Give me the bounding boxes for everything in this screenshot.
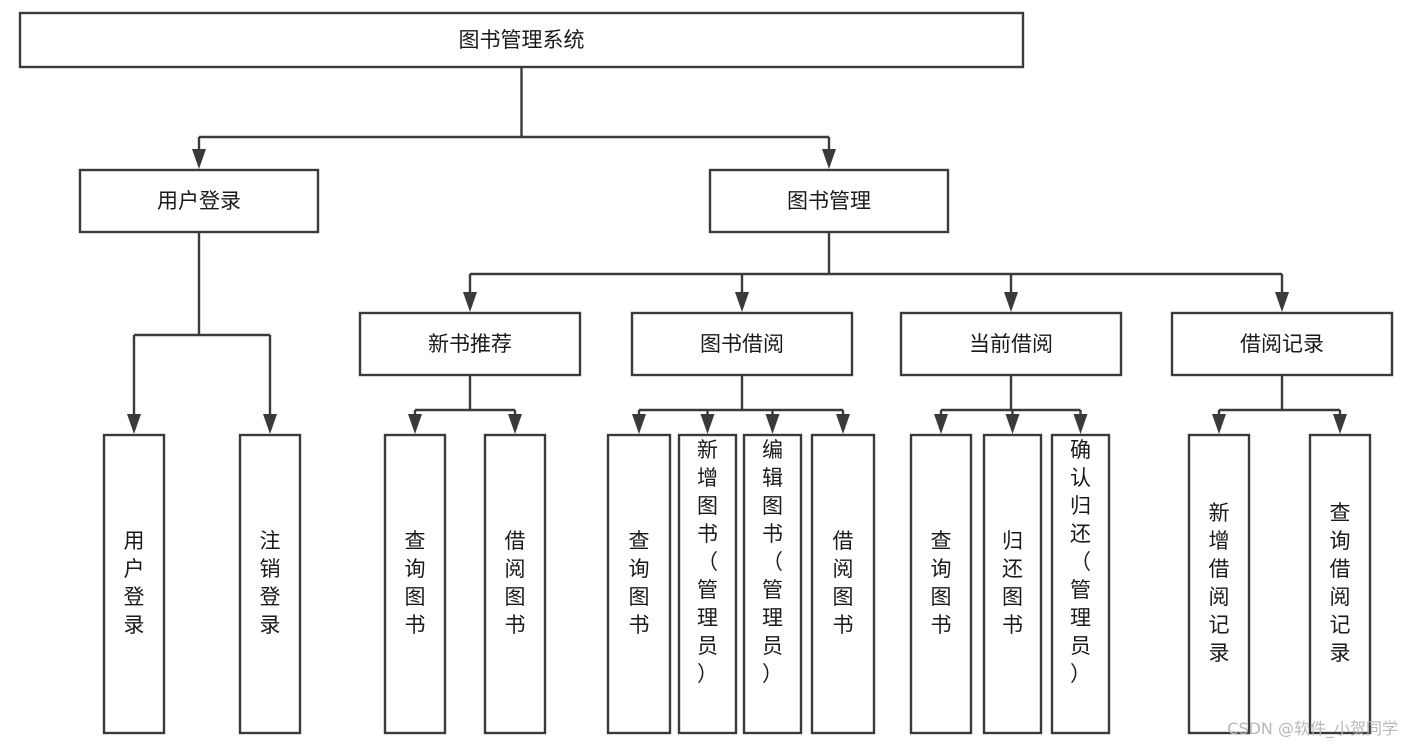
arrow-head-icon <box>700 414 715 434</box>
leaf-node-6[interactable]: 编辑图书（管理员） <box>742 433 803 735</box>
node-label: 当前借阅 <box>969 332 1053 356</box>
level3-node-1[interactable]: 图书借阅 <box>630 311 854 377</box>
node-label: 新增借阅记录 <box>1209 501 1230 665</box>
leaf-node-12[interactable]: 查询借阅记录 <box>1308 433 1372 735</box>
node-label: 查询借阅记录 <box>1330 501 1351 665</box>
node-box <box>1170 311 1394 377</box>
arrow-head-icon <box>632 414 646 434</box>
csdn-watermark: CSDN @软件_小贺同学 <box>1227 719 1398 739</box>
arrow-head-icon <box>408 414 422 434</box>
node-label: 用户登录 <box>157 189 241 213</box>
node-box <box>102 433 166 735</box>
node-box <box>909 433 973 735</box>
leaf-node-9[interactable]: 归还图书 <box>982 433 1043 735</box>
level2-node-0[interactable]: 用户登录 <box>78 168 320 234</box>
node-label: 用户登录 <box>124 529 145 637</box>
arrow-head-icon <box>1005 414 1020 434</box>
node-label: 借阅记录 <box>1240 332 1324 356</box>
arrow-head-icon <box>822 149 836 169</box>
node-box <box>18 11 1025 69</box>
node-label: 图书借阅 <box>700 332 784 356</box>
leaf-node-3[interactable]: 借阅图书 <box>483 433 547 735</box>
node-box <box>606 433 672 735</box>
node-box <box>1187 433 1251 735</box>
node-box <box>899 311 1123 377</box>
node-box <box>810 433 876 735</box>
node-box <box>78 168 320 234</box>
node-box <box>1050 433 1111 735</box>
leaf-node-7[interactable]: 借阅图书 <box>810 433 876 735</box>
arrow-head-icon <box>765 414 780 434</box>
node-label: 归还图书 <box>1002 529 1023 637</box>
node-label: 查询图书 <box>629 529 650 637</box>
node-layer: 图书管理系统用户登录图书管理新书推荐图书借阅当前借阅借阅记录用户登录注销登录查询… <box>18 11 1394 735</box>
node-box <box>483 433 547 735</box>
arrow-head-icon <box>1004 292 1018 312</box>
node-box <box>1308 433 1372 735</box>
node-box <box>630 311 854 377</box>
node-label: 编辑图书（管理员） <box>762 438 783 686</box>
arrow-head-icon <box>836 414 850 434</box>
node-box <box>982 433 1043 735</box>
node-box <box>358 311 582 377</box>
arrow-head-icon <box>508 414 522 434</box>
arrow-head-icon <box>1275 292 1289 312</box>
node-label: 查询图书 <box>931 529 952 637</box>
arrow-head-icon <box>463 292 477 312</box>
node-box <box>677 433 738 735</box>
arrow-head-icon <box>1212 414 1226 434</box>
node-label: 图书管理系统 <box>459 28 585 52</box>
arrow-head-icon <box>934 414 948 434</box>
leaf-node-0[interactable]: 用户登录 <box>102 433 166 735</box>
node-label: 新书推荐 <box>428 332 512 356</box>
leaf-node-1[interactable]: 注销登录 <box>238 433 302 735</box>
node-box <box>708 168 950 234</box>
node-label: 确认归还（管理员） <box>1070 438 1091 686</box>
node-label: 借阅图书 <box>833 529 854 637</box>
level3-node-2[interactable]: 当前借阅 <box>899 311 1123 377</box>
arrow-head-icon <box>263 414 277 434</box>
arrow-head-icon <box>1073 414 1088 434</box>
connector-layer <box>127 67 1347 434</box>
arrow-head-icon <box>735 292 749 312</box>
leaf-node-4[interactable]: 查询图书 <box>606 433 672 735</box>
arrow-head-icon <box>192 149 206 169</box>
node-box <box>238 433 302 735</box>
leaf-node-2[interactable]: 查询图书 <box>383 433 447 735</box>
level2-node-1[interactable]: 图书管理 <box>708 168 950 234</box>
node-label: 借阅图书 <box>505 529 526 637</box>
arrow-head-icon <box>1333 414 1347 434</box>
level3-node-0[interactable]: 新书推荐 <box>358 311 582 377</box>
node-label: 查询图书 <box>405 529 426 637</box>
arrow-head-icon <box>127 414 141 434</box>
leaf-node-10[interactable]: 确认归还（管理员） <box>1050 433 1111 735</box>
node-box <box>742 433 803 735</box>
node-box <box>383 433 447 735</box>
node-label: 图书管理 <box>787 189 871 213</box>
root-node-book-management-system[interactable]: 图书管理系统 <box>18 11 1025 69</box>
leaf-node-5[interactable]: 新增图书（管理员） <box>677 433 738 735</box>
leaf-node-8[interactable]: 查询图书 <box>909 433 973 735</box>
level3-node-3[interactable]: 借阅记录 <box>1170 311 1394 377</box>
node-label: 新增图书（管理员） <box>697 438 718 686</box>
leaf-node-11[interactable]: 新增借阅记录 <box>1187 433 1251 735</box>
node-label: 注销登录 <box>260 529 281 637</box>
